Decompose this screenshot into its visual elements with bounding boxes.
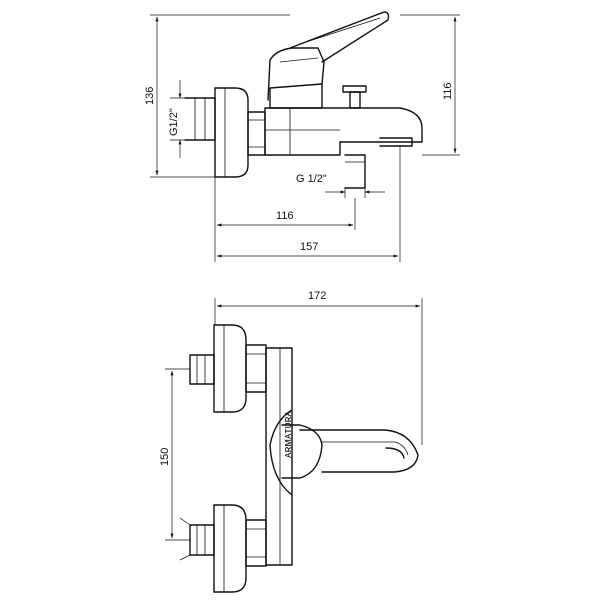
dim-thread-left: G1/2" <box>168 108 180 136</box>
dim-height-116: 116 <box>442 82 454 100</box>
logo-mark: ᴀʀᴍᴀᴛᴜʀᴀ <box>282 411 294 458</box>
dim-width-172: 172 <box>308 290 326 302</box>
dim-spacing-150: 150 <box>159 448 171 466</box>
dim-width-157: 157 <box>300 241 318 253</box>
dim-height-136: 136 <box>144 87 156 105</box>
dim-width-116: 116 <box>276 210 294 222</box>
dim-thread-bottom: G 1/2" <box>296 173 327 185</box>
front-view: 172 ᴀʀᴍᴀᴛᴜʀᴀ 150 <box>159 290 423 593</box>
side-view: 136 G1/2" 116 G 1/2" 116 157 <box>144 11 460 262</box>
